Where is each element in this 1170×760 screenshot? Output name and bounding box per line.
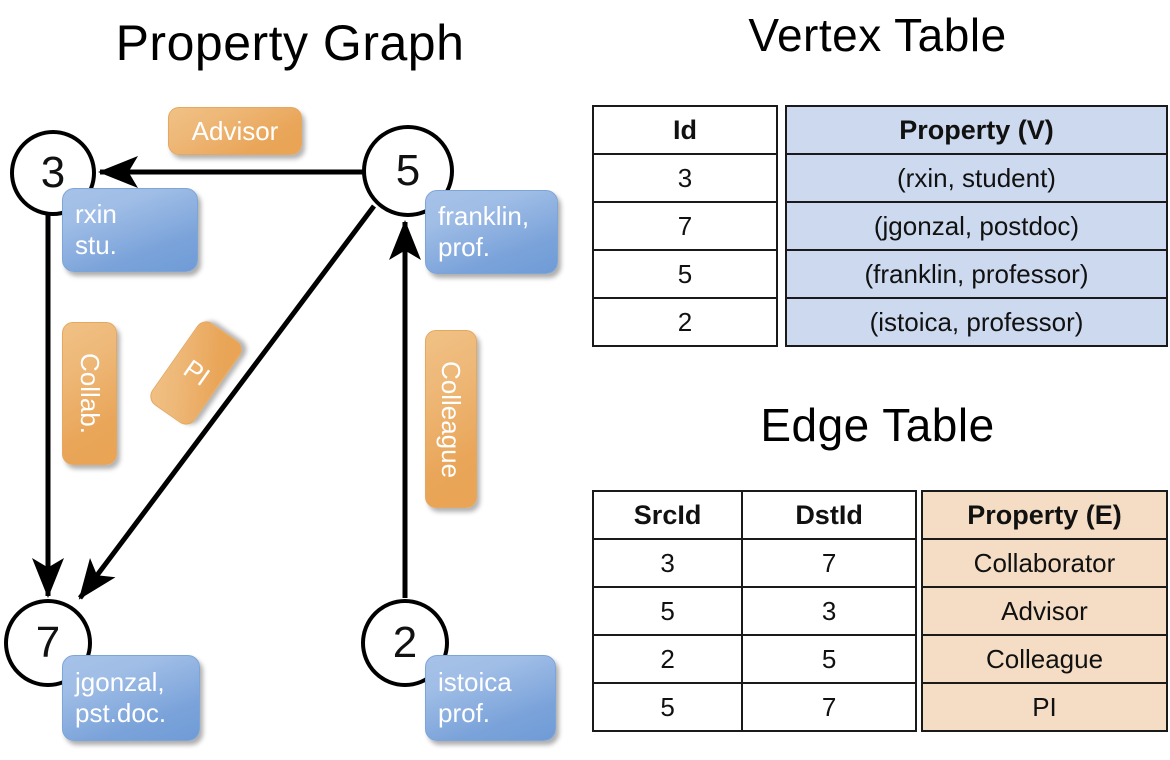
edge-label-pi-text: PI [177,353,215,392]
table-row: 7 [592,201,778,251]
edge-5-to-7 [78,204,376,600]
edge-label-advisor-text: Advisor [191,115,279,146]
node-property-line-1: jgonzal, [75,667,165,698]
graph-node-5-label: 5 [395,146,421,195]
page-title-vertex-table: Vertex Table [748,9,1007,61]
edge-table-cell-property: PI [921,682,1168,732]
edge-table-header-property: Property (E) [921,490,1168,540]
graph-node-2-label: 2 [392,618,418,667]
edge-table-cell-dstid: 5 [741,634,917,684]
table-row: SrcId DstId [591,490,917,540]
table-row: Id [592,105,778,155]
edge-table-cell-dstid: 7 [741,538,917,588]
property-graph-diagram: 3 5 7 2 rxin stu. franklin, prof. jgonza… [4,107,558,741]
graph-node-2[interactable]: 2 [361,599,449,687]
table-row: Collaborator [921,538,1168,588]
edge-table-cell-dstid: 3 [741,586,917,636]
edge-table-cell-srcid: 3 [591,538,744,588]
node-property-line-2: pst.doc. [75,698,167,728]
table-row: 5 7 [591,682,917,732]
table-row: Property (V) [785,105,1168,155]
table-row: Advisor [921,586,1168,636]
table-row: (franklin, professor) [785,249,1168,299]
vertex-table-header-property: Property (V) [785,105,1168,155]
graph-edges [32,156,421,600]
edge-label-collab: Collab. [62,322,117,465]
edge-label-collab-text: Collab. [75,353,105,434]
edge-table-cell-srcid: 5 [591,586,744,636]
node-property-line-2: prof. [438,698,491,728]
table-row: (jgonzal, postdoc) [785,201,1168,251]
vertex-table-cell-id: 7 [592,201,778,251]
edge-table-property-column: Property (E) Collaborator Advisor Collea… [921,490,1168,732]
edge-table-cell-property: Colleague [921,634,1168,684]
vertex-table-cell-id: 5 [592,249,778,299]
edge-table-cell-srcid: 2 [591,634,744,684]
vertex-table-cell-property: (jgonzal, postdoc) [785,201,1168,251]
table-row: Colleague [921,634,1168,684]
table-row: (istoica, professor) [785,297,1168,347]
table-row: 5 3 [591,586,917,636]
graph-node-7-label: 7 [35,618,61,667]
edge-table-id-columns: SrcId DstId 3 7 5 3 2 5 5 7 [591,490,917,732]
edge-table-cell-dstid: 7 [741,682,917,732]
vertex-table-cell-property: (rxin, student) [785,153,1168,203]
node-property-box-istoica: istoica prof. [425,655,556,741]
edge-label-colleague: Colleague [425,330,477,508]
edge-label-advisor: Advisor [168,107,302,155]
edge-table-cell-srcid: 5 [591,682,744,732]
vertex-table-id-column: Id 3 7 5 2 [592,105,778,347]
node-property-box-jgonzal: jgonzal, pst.doc. [62,655,200,741]
table-row: PI [921,682,1168,732]
table-row: 3 7 [591,538,917,588]
edge-table-header-srcid: SrcId [591,490,744,540]
edge-table-cell-property: Collaborator [921,538,1168,588]
node-property-line-1: rxin [75,199,117,230]
node-property-line-2: stu. [75,230,117,260]
table-row: Property (E) [921,490,1168,540]
table-row: (rxin, student) [785,153,1168,203]
vertex-table-cell-property: (istoica, professor) [785,297,1168,347]
vertex-table-property-column: Property (V) (rxin, student) (jgonzal, p… [785,105,1168,347]
table-row: 5 [592,249,778,299]
edge-table-cell-property: Advisor [921,586,1168,636]
page-title-property-graph: Property Graph [115,15,465,71]
node-property-box-rxin: rxin stu. [62,188,198,272]
page-title-edge-table: Edge Table [760,399,995,451]
edge-table-header-dstid: DstId [741,490,917,540]
table-row: 3 [592,153,778,203]
node-property-box-franklin: franklin, prof. [425,190,558,274]
vertex-table-cell-property: (franklin, professor) [785,249,1168,299]
node-property-line-2: prof. [438,232,491,262]
vertex-table-cell-id: 2 [592,297,778,347]
edge-label-colleague-text: Colleague [436,360,467,478]
node-property-line-1: istoica [438,667,512,698]
graph-node-5[interactable]: 5 [362,125,454,217]
table-row: 2 [592,297,778,347]
vertex-table-cell-id: 3 [592,153,778,203]
node-property-line-1: franklin, [438,201,530,232]
vertex-table-header-id: Id [592,105,778,155]
table-row: 2 5 [591,634,917,684]
graph-node-3-label: 3 [40,148,66,197]
